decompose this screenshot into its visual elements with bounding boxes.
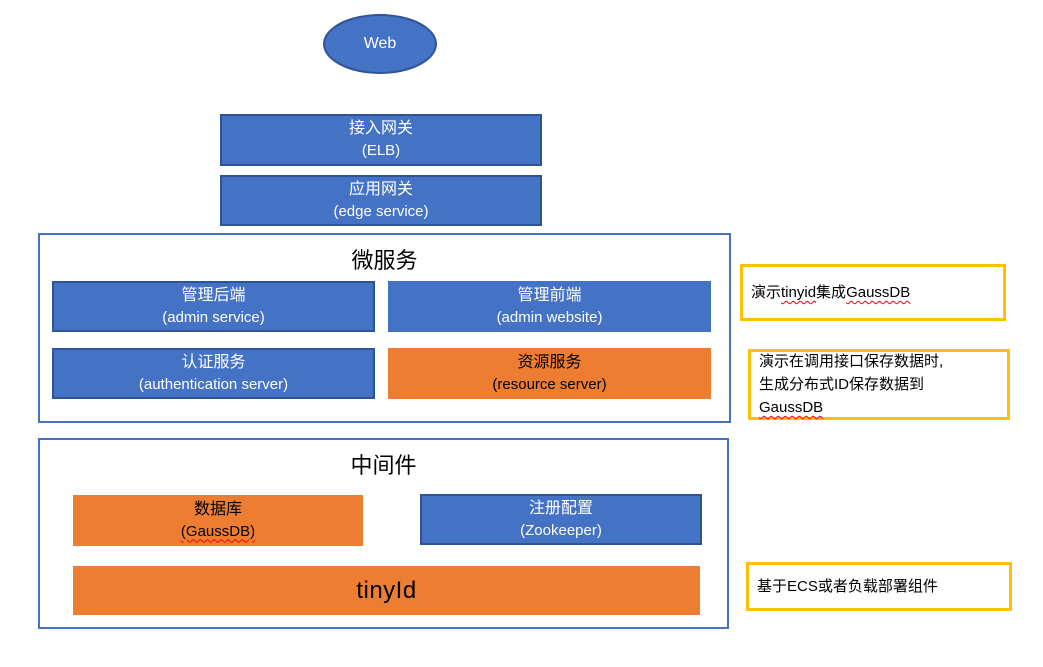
admin-service-box: 管理后端 (admin service) — [52, 281, 375, 332]
registry-box: 注册配置 (Zookeeper) — [420, 494, 702, 545]
middleware-group-title: 中间件 — [350, 453, 417, 478]
note-save-data: 演示在调用接口保存数据时, 生成分布式ID保存数据到 GaussDB — [748, 349, 1010, 420]
database-label-en: (GaussDB) — [180, 522, 256, 540]
admin-service-label-zh: 管理后端 — [181, 286, 246, 304]
web-node: Web — [323, 14, 437, 74]
auth-service-box: 认证服务 (authentication server) — [52, 348, 375, 399]
registry-label-en: (Zookeeper) — [520, 521, 602, 539]
note-ecs-deploy-text: 基于ECS或者负载部署组件 — [757, 578, 938, 595]
access-gateway-label-en: (ELB) — [361, 142, 401, 159]
note-save-data-line2: 生成分布式ID保存数据到 — [759, 376, 925, 393]
auth-service-label-zh: 认证服务 — [181, 353, 246, 371]
admin-website-label-en: (admin website) — [496, 308, 603, 326]
note-save-data-line1: 演示在调用接口保存数据时, — [759, 353, 944, 370]
microservices-group-title: 微服务 — [351, 248, 418, 273]
access-gateway-label-zh: 接入网关 — [348, 120, 413, 137]
admin-website-box: 管理前端 (admin website) — [388, 281, 711, 332]
web-node-label: Web — [363, 35, 397, 52]
auth-service-label-en: (authentication server) — [138, 375, 289, 393]
resource-service-label-zh: 资源服务 — [517, 353, 582, 371]
note-tinyid-gaussdb-text: 演示tinyid集成GaussDB — [751, 284, 911, 301]
app-gateway-label-en: (edge service) — [333, 202, 429, 220]
admin-website-label-zh: 管理前端 — [517, 286, 582, 304]
database-label-zh: 数据库 — [193, 500, 242, 518]
tinyid-box: tinyId — [73, 566, 700, 615]
app-gateway-label-zh: 应用网关 — [348, 180, 413, 198]
note-ecs-deploy: 基于ECS或者负载部署组件 — [746, 562, 1012, 611]
note-tinyid-gaussdb: 演示tinyid集成GaussDB — [740, 264, 1006, 321]
app-gateway-box: 应用网关 (edge service) — [220, 175, 542, 226]
microservices-group: 微服务 — [38, 233, 731, 423]
database-box: 数据库 (GaussDB) — [73, 495, 363, 546]
tinyid-label: tinyId — [356, 576, 417, 604]
middleware-group: 中间件 — [38, 438, 729, 629]
access-gateway-box: 接入网关 (ELB) — [220, 114, 542, 166]
note-save-data-line3: GaussDB — [759, 399, 824, 416]
admin-service-label-en: (admin service) — [162, 308, 265, 326]
registry-label-zh: 注册配置 — [528, 499, 593, 517]
resource-service-label-en: (resource server) — [492, 375, 607, 393]
resource-service-box: 资源服务 (resource server) — [388, 348, 711, 399]
